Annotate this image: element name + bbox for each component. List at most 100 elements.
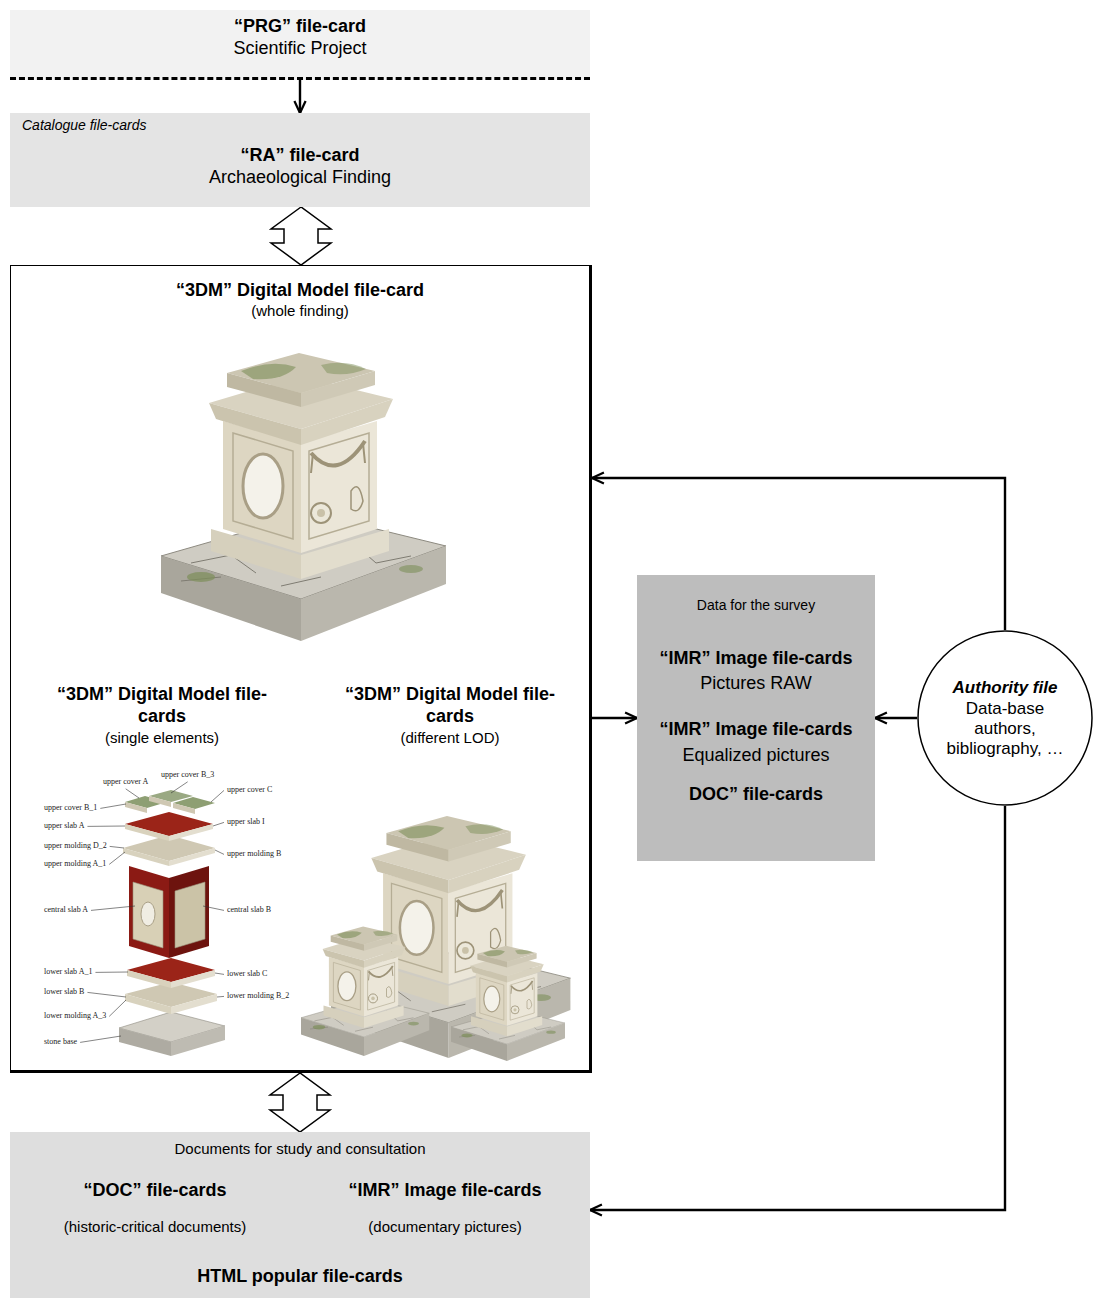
model-box: “3DM” Digital Model file-card(whole find…	[10, 265, 592, 1073]
node-text: “3DM” Digital Model file-cards	[37, 684, 287, 727]
node-text: “IMR” Image file-cards	[643, 648, 869, 670]
survey-data-box: Data for the survey “IMR” Image file-card…	[637, 575, 875, 861]
node-text: Authority file	[941, 678, 1069, 698]
text-group: “3DM” Digital Model file-cards (single el…	[31, 684, 293, 747]
node-text: Scientific Project	[16, 38, 584, 60]
exploded-model-picture-part	[169, 848, 215, 866]
part-label: upper cover C	[227, 786, 272, 795]
text-group: “PRG” file-cardScientific Project	[10, 16, 590, 59]
node-text: “DOC” file-cards	[16, 1180, 294, 1202]
leader-line	[100, 804, 126, 808]
node-text: “3DM” Digital Model file-card	[17, 280, 583, 302]
part-label: upper molding B	[227, 850, 281, 859]
part-label: upper molding A_1	[44, 860, 106, 869]
exploded-model-picture-part	[125, 824, 169, 841]
leader-line	[215, 850, 224, 854]
exploded-model-picture-part	[171, 970, 215, 988]
part-label: upper molding D_2	[44, 842, 107, 851]
model-illustration	[11, 266, 589, 1070]
exploded-model-picture-part	[149, 796, 171, 807]
exploded-model-picture-part	[173, 803, 195, 814]
exploded-model-picture-part	[169, 824, 213, 841]
leader-line	[217, 996, 224, 998]
text-group: “3DM” Digital Model file-cards (different…	[319, 684, 581, 747]
leader-line	[87, 992, 126, 997]
connector-arrow	[299, 80, 301, 113]
leader-line	[95, 972, 128, 973]
catalogue-band: Catalogue file-cards “RA” file-cardArchae…	[10, 113, 590, 207]
text-group: “RA” file-cardArchaeological Finding	[10, 145, 590, 188]
leader-lines	[80, 782, 224, 1043]
leader-line	[203, 906, 224, 910]
node-text: Catalogue file-cards	[22, 117, 410, 134]
node-text: (whole finding)	[17, 302, 583, 320]
lod-pictures	[301, 816, 570, 1061]
text-group: Documents for study and consultation	[10, 1140, 590, 1158]
exploded-model-picture-part	[141, 902, 155, 926]
leader-line	[126, 789, 139, 798]
node-text: (different LOD)	[325, 729, 575, 747]
whole-model-picture	[161, 353, 446, 641]
node-text: “IMR” Image file-cards	[306, 1180, 584, 1202]
part-label: central slab B	[227, 906, 271, 915]
node-text: “PRG” file-card	[16, 16, 584, 38]
text-group: Data for the survey “IMR” Image file-card…	[637, 597, 875, 806]
block-arrow	[270, 1073, 330, 1132]
leader-line	[80, 1036, 121, 1042]
leader-line	[213, 822, 224, 826]
text-group: HTML popular file-cards	[10, 1266, 590, 1288]
leader-line	[87, 826, 125, 827]
node-text: (single elements)	[37, 729, 287, 747]
node-text: “IMR” Image file-cards	[643, 719, 869, 741]
part-label: lower slab B	[44, 988, 84, 997]
connector-arrow	[592, 717, 637, 719]
leader-line	[109, 1000, 126, 1016]
part-label: upper slab I	[227, 818, 265, 827]
part-label: lower molding A_3	[44, 1012, 106, 1021]
exploded-model-picture-part	[127, 970, 171, 988]
exploded-model-picture-part	[171, 1026, 225, 1056]
part-label: central slab A	[44, 906, 88, 915]
node-text: Data for the survey	[643, 597, 869, 614]
exploded-model-picture-part	[123, 848, 169, 866]
circle-shape	[918, 631, 1092, 805]
node-text: Equalized pictures	[643, 745, 869, 767]
node-text: Documents for study and consultation	[16, 1140, 584, 1158]
part-label: upper cover B_1	[44, 804, 97, 813]
node-text: Data-base authors, bibliography, …	[941, 699, 1069, 758]
exploded-model-picture-part	[175, 882, 205, 948]
part-label: upper slab A	[44, 822, 84, 831]
text-group: “3DM” Digital Model file-card(whole find…	[11, 280, 589, 320]
exploded-model-picture-part	[169, 866, 209, 958]
part-label: lower slab C	[227, 970, 267, 979]
part-label: lower molding B_2	[227, 992, 289, 1001]
leader-line	[211, 790, 224, 802]
part-label: upper cover B_3	[161, 771, 214, 780]
node-text: “RA” file-card	[16, 145, 584, 167]
part-label: lower slab A_1	[44, 968, 92, 977]
node-text: Archaeological Finding	[16, 167, 584, 189]
exploded-model-picture-part	[125, 994, 171, 1014]
node-text: “3DM” Digital Model file-cards	[325, 684, 575, 727]
exploded-model-picture-part	[119, 1028, 171, 1056]
exploded-model-picture-part	[133, 882, 163, 948]
exploded-model-picture-part	[171, 994, 217, 1014]
node-text: Pictures RAW	[643, 673, 869, 695]
connector-arrow	[590, 806, 1005, 1210]
exploded-model-picture	[119, 790, 225, 1056]
leader-line	[110, 846, 124, 848]
leader-line	[91, 906, 135, 910]
connector-arrow	[875, 717, 917, 719]
node-text: HTML popular file-cards	[16, 1266, 584, 1288]
exploded-model-picture-part	[129, 866, 169, 958]
exploded-model-picture-part	[125, 802, 147, 813]
text-group: “IMR” Image file-cards(documentary pictu…	[300, 1180, 590, 1236]
lod-pictures-part	[451, 946, 565, 1061]
lod-pictures-part	[301, 926, 429, 1056]
part-label: stone base	[44, 1038, 77, 1047]
project-band: “PRG” file-cardScientific Project	[10, 10, 590, 80]
documents-band: Documents for study and consultation “DOC…	[10, 1132, 590, 1298]
leader-line	[171, 782, 188, 793]
node-text: DOC” file-cards	[643, 784, 869, 806]
